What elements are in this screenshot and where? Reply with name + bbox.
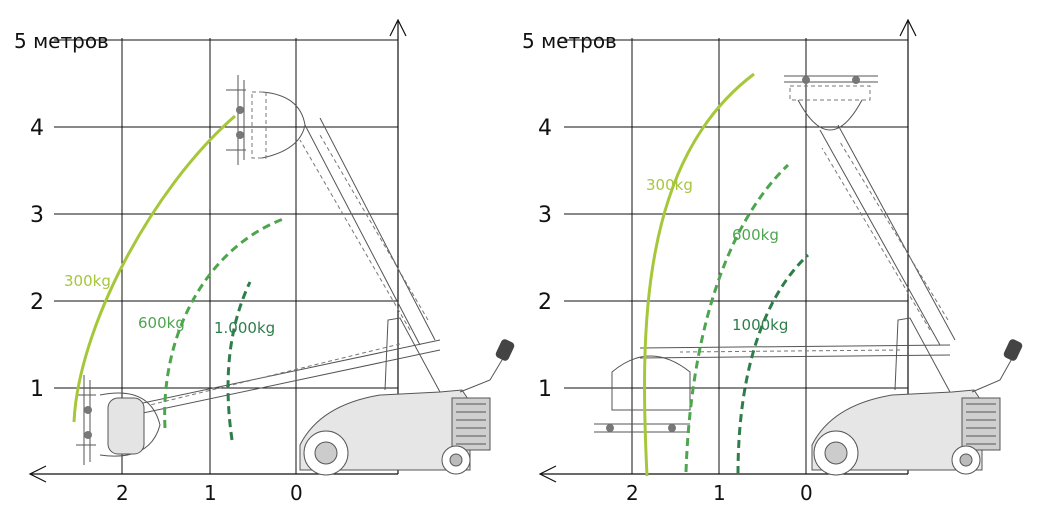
right-x-tick-0: 0 (800, 481, 813, 505)
left-x-tick-0: 0 (290, 481, 303, 505)
right-counterweight (961, 397, 1001, 451)
left-y-tick-3: 3 (30, 203, 44, 228)
right-panel: 5 метров 4 3 2 1 2 1 0 (522, 18, 1023, 505)
left-label-1000kg: 1.000kg (214, 319, 275, 337)
right-y-arrow (899, 18, 917, 37)
left-curve-1000kg (226, 281, 252, 441)
right-x-tick-2: 2 (626, 481, 639, 505)
left-low-gripper (76, 375, 161, 465)
right-y-tick-4: 4 (538, 116, 552, 141)
right-x-tick-1: 1 (713, 481, 726, 505)
right-curve-1000kg (736, 253, 810, 475)
right-machine-illustration (594, 75, 1023, 476)
left-y-tick-2: 2 (30, 290, 44, 315)
right-label-600kg: 600kg (732, 226, 779, 244)
left-x-arrow (28, 465, 47, 483)
right-top-gripper (784, 75, 878, 131)
right-label-1000kg: 1000kg (732, 316, 788, 334)
right-y-tick-1: 1 (538, 377, 552, 402)
left-label-300kg: 300kg (64, 272, 111, 290)
left-y-tick-4: 4 (30, 116, 44, 141)
left-label-600kg: 600kg (138, 314, 185, 332)
left-panel: 5 метров 4 3 2 1 2 1 0 (14, 18, 515, 505)
right-y-tick-3: 3 (538, 203, 552, 228)
left-x-tick-1: 1 (204, 481, 217, 505)
right-curve-300kg (643, 72, 755, 477)
left-grid (54, 38, 398, 474)
right-y-unit-label: 5 метров (522, 29, 617, 53)
right-x-arrow (538, 465, 557, 483)
right-y-tick-2: 2 (538, 290, 552, 315)
left-y-tick-1: 1 (30, 377, 44, 402)
left-machine-illustration (76, 75, 515, 476)
left-curve-300kg (72, 114, 236, 423)
right-curve-600kg (684, 163, 790, 473)
right-load-curves: 300kg 600kg 1000kg (643, 72, 810, 477)
left-curve-600kg (163, 216, 287, 429)
right-label-300kg: 300kg (646, 176, 693, 194)
left-load-curves: 300kg 600kg 1.000kg (64, 114, 287, 441)
right-low-gripper (594, 355, 691, 433)
left-top-gripper (226, 75, 306, 165)
right-grid (564, 38, 908, 474)
left-counterweight (451, 397, 491, 451)
left-x-tick-2: 2 (116, 481, 129, 505)
left-y-arrow (389, 18, 407, 37)
left-y-unit-label: 5 метров (14, 29, 109, 53)
